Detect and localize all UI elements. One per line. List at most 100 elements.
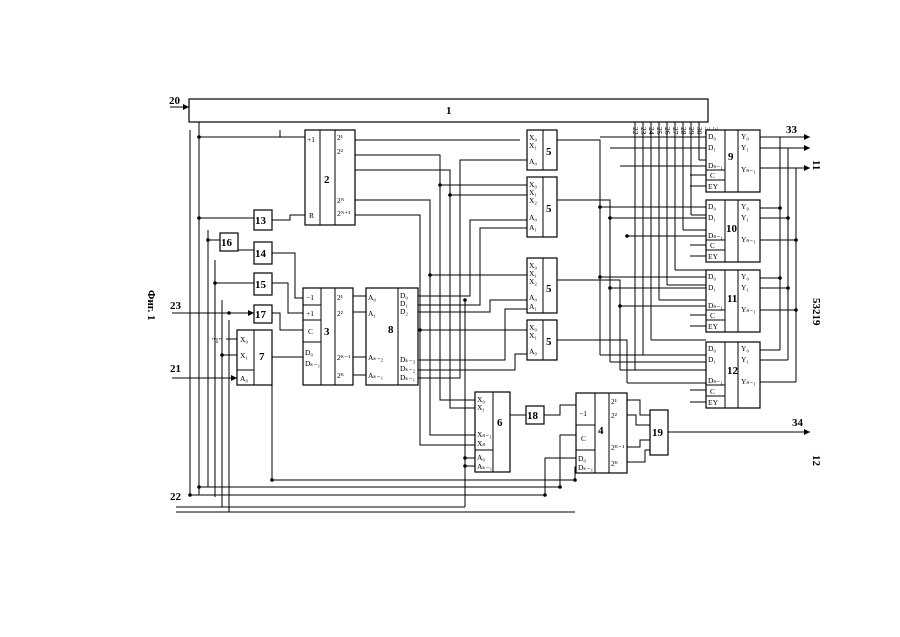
pin-r10-dn: Dₙ₋₁: [708, 231, 723, 240]
pin-b8-a2: Aₖ₋₂: [368, 353, 384, 362]
junction-dot: [197, 485, 201, 489]
junction-dot: [206, 238, 210, 242]
pin-b4-o4: 2ᴷ: [611, 459, 619, 468]
pin-r10-y1: Y₁: [741, 213, 749, 222]
figure-caption: Фиг. 1: [145, 290, 157, 321]
pin-b2-plus1: +1: [307, 135, 315, 144]
pin-r12-c: C: [710, 387, 715, 396]
pin-b7-x1: X₁: [240, 351, 248, 360]
junction-dot: [625, 234, 629, 238]
block-3: −1 +1 C D₀ Dₖ₋₁ 2¹ 2² 2ᴷ⁻¹ 2ᴷ 3: [303, 288, 353, 385]
output-33-label: 33: [786, 124, 798, 136]
pin-r9-y0: Y₀: [741, 132, 749, 141]
block-5b-label: 5: [546, 203, 552, 215]
block-4-label: 4: [598, 425, 604, 437]
pin-b8-d5: Dₖ₋₁: [400, 373, 416, 382]
pin-r10-yn: Yₙ₋₁: [741, 235, 756, 244]
block-15: 15: [254, 273, 272, 295]
pin-b3-minus1: −1: [306, 293, 314, 302]
pin-r9-dn: Dₙ₋₁: [708, 161, 723, 170]
block-19: 19: [650, 410, 668, 455]
block-3-label: 3: [324, 326, 330, 338]
pin-5a-x1: X₁: [529, 141, 537, 150]
pin-r12-yn: Yₙ₋₁: [741, 377, 756, 386]
pin-r12-d1: D₁: [708, 355, 716, 364]
block-15-label: 15: [255, 279, 267, 291]
pin-b3-o2: 2²: [337, 309, 344, 318]
block-18-label: 18: [527, 410, 539, 422]
junction-dot: [270, 478, 274, 482]
block-7-label: 7: [259, 351, 265, 363]
pin-b3-plus1: +1: [306, 309, 314, 318]
pin-b3-o3: 2ᴷ⁻¹: [337, 353, 350, 362]
pin-r10-c: C: [710, 241, 715, 250]
bus-label: 28: [679, 127, 688, 135]
block-5a-label: 5: [546, 146, 552, 158]
register-12: D₀ D₁ Dₙ₋₁ C EY Y₀ Y₁ Yₙ₋₁ 12: [706, 342, 760, 408]
side-number: 53219: [810, 298, 822, 326]
block-16-label: 16: [221, 237, 233, 249]
register-9-label: 9: [728, 151, 734, 163]
bus-block1-to-registers: [635, 122, 699, 370]
block-5-a: X₀ X₁ A₀ 5: [527, 130, 557, 170]
register-9: D₀ D₁ Dₙ₋₁ C EY Y₀ Y₁ Yₙ₋₁ 9: [706, 130, 760, 192]
pin-b4-D0: D₀: [578, 454, 586, 463]
pin-5c-x2: X₂: [529, 277, 537, 286]
block-2: +1 R 2¹ 2² 2ᴺ 2ᴺ⁺¹ 2: [305, 130, 355, 225]
junction-dot: [463, 456, 467, 460]
junction-dot: [213, 281, 217, 285]
junction-dot: [608, 216, 612, 220]
pin-r9-d1: D₁: [708, 143, 716, 152]
junction-dot: [448, 193, 452, 197]
pin-r11-y0: Y₀: [741, 272, 749, 281]
block-18: 18: [526, 406, 544, 424]
block-13: 13: [254, 210, 272, 230]
junction-dot: [463, 298, 467, 302]
pin-b3-D0: D₀: [305, 348, 313, 357]
pin-r9-y1: Y₁: [741, 143, 749, 152]
pin-b2-o2: 2²: [337, 147, 344, 156]
block-16: 16: [220, 233, 238, 251]
junction-dot: [463, 464, 467, 468]
junction-dot: [197, 216, 201, 220]
pin-b8-d3: Dₖ₋₃: [400, 355, 416, 364]
junction-dot: [608, 286, 612, 290]
pin-6-a0: A₀: [477, 453, 485, 462]
block-17-label: 17: [255, 309, 267, 321]
junction-dot: [197, 135, 201, 139]
bus-label: 26: [663, 127, 672, 135]
pin-r11-c: C: [710, 311, 715, 320]
pin-b3-o4: 2ᴷ: [337, 371, 345, 380]
pin-r12-ey: EY: [708, 398, 719, 407]
junction-dot: [778, 276, 782, 280]
junction-dot: [786, 286, 790, 290]
input-22-label: 22: [170, 491, 182, 503]
junction-dot: [438, 183, 442, 187]
pin-r10-ey: EY: [708, 252, 719, 261]
junction-dot: [598, 205, 602, 209]
block-19-label: 19: [652, 427, 664, 439]
block-5d-label: 5: [546, 336, 552, 348]
output-34-label: 34: [792, 417, 804, 429]
block-5c-label: 5: [546, 283, 552, 295]
input-21-label: 21: [170, 363, 181, 375]
pin-r12-d0: D₀: [708, 344, 716, 353]
junction-dot: [778, 206, 782, 210]
pin-b4-C: C: [581, 434, 586, 443]
block-6: X₀ X₁ Xₙ₋₁ Xₙ A₀ Aₖ₋₁ 6: [475, 392, 510, 472]
pin-r9-ey: EY: [708, 182, 719, 191]
pin-b4-Dk1: Dₖ₋₁: [578, 463, 594, 472]
junction-dot: [188, 493, 192, 497]
pin-r9-yn: Yₙ₋₁: [741, 165, 756, 174]
junction-dot: [573, 478, 577, 482]
pin-b7-a0: A₀: [240, 374, 248, 383]
input-23-label: 23: [170, 300, 182, 312]
bus-label: 27: [671, 127, 680, 135]
pin-5d-a0: A₀: [529, 347, 537, 356]
pin-r10-d1: D₁: [708, 213, 716, 222]
pin-r9-d0: D₀: [708, 132, 716, 141]
junction-dot: [428, 273, 432, 277]
pin-5b-x2: X₂: [529, 196, 537, 205]
junction-dot: [786, 216, 790, 220]
